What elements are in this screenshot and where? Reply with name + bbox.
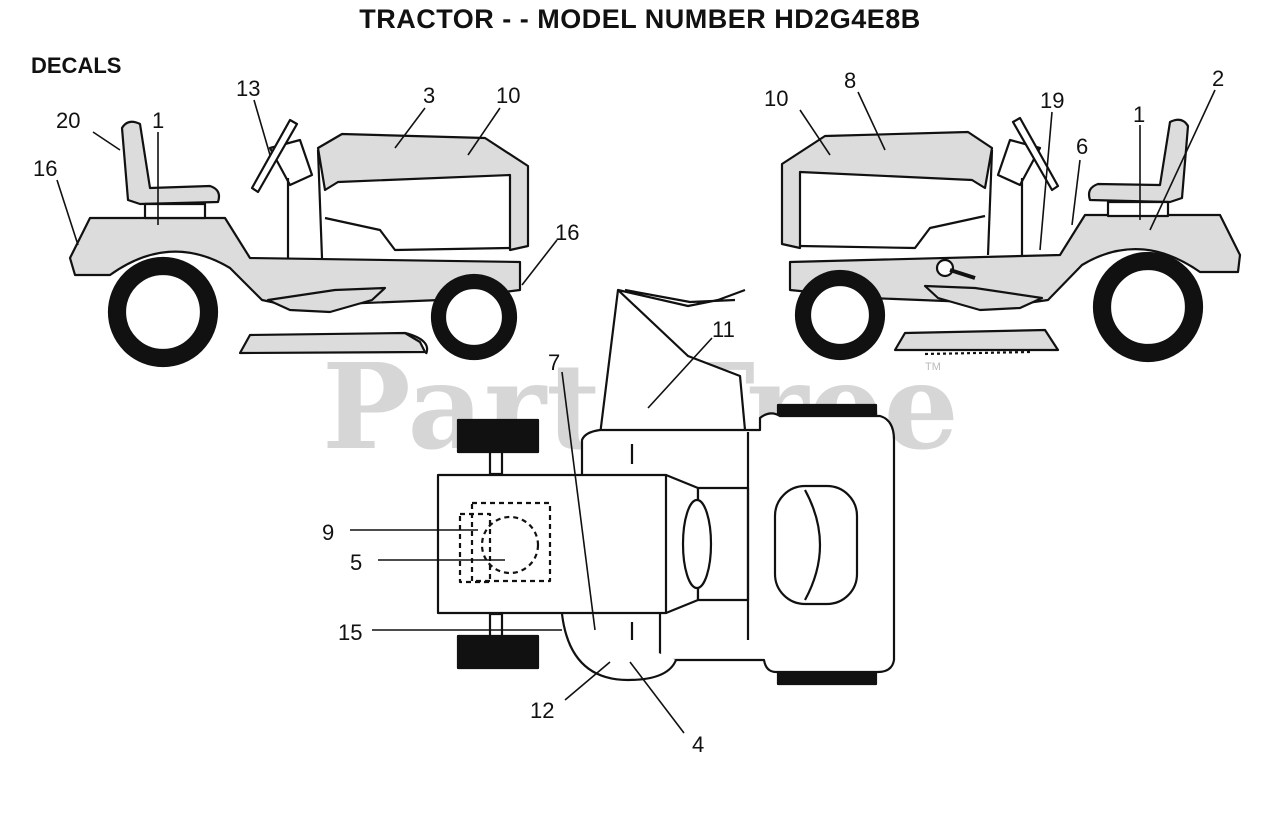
hood-right bbox=[780, 130, 994, 250]
callout-16-rear: 16 bbox=[33, 156, 57, 181]
callout-20: 20 bbox=[56, 108, 80, 133]
callout-16-front: 16 bbox=[555, 220, 579, 245]
callouts-top-view: 11 7 9 5 15 12 4 bbox=[322, 317, 735, 757]
mower-deck-right bbox=[893, 328, 1060, 352]
callout-1-right: 1 bbox=[1133, 102, 1145, 127]
callout-11: 11 bbox=[712, 317, 735, 342]
leader-lines bbox=[56, 89, 1216, 734]
callout-6: 6 bbox=[1076, 134, 1088, 159]
callout-3: 3 bbox=[423, 83, 435, 108]
rear-fender-right bbox=[788, 213, 1242, 306]
decal-area-9 bbox=[458, 512, 492, 584]
callout-10-left: 10 bbox=[496, 83, 520, 108]
watermark-tm: TM bbox=[925, 361, 941, 373]
rear-tire-bottom bbox=[776, 670, 878, 686]
mower-deck-left bbox=[238, 331, 427, 355]
front-tire-bottom bbox=[456, 634, 540, 670]
decal-area-outline bbox=[470, 501, 552, 583]
callout-7: 7 bbox=[548, 350, 560, 375]
page-title: TRACTOR - - MODEL NUMBER HD2G4E8B bbox=[359, 4, 921, 34]
seat-right bbox=[1087, 118, 1190, 204]
callout-19: 19 bbox=[1040, 88, 1064, 113]
tractor-right-view bbox=[780, 116, 1242, 363]
callout-10-right: 10 bbox=[764, 86, 788, 111]
section-label: DECALS bbox=[31, 53, 122, 78]
callout-4: 4 bbox=[692, 732, 704, 757]
hood-left bbox=[316, 132, 530, 252]
callout-13: 13 bbox=[236, 76, 260, 101]
callout-1-left: 1 bbox=[152, 108, 164, 133]
callouts-left-view: 20 1 16 13 3 10 16 bbox=[33, 76, 579, 245]
callout-8: 8 bbox=[844, 68, 856, 93]
discharge-chute-top bbox=[560, 613, 678, 682]
tractor-left-view bbox=[68, 118, 530, 368]
front-tire-top bbox=[456, 418, 540, 454]
seat-left bbox=[120, 120, 221, 206]
decal-area-5 bbox=[480, 515, 540, 575]
tractor-top-view bbox=[436, 288, 896, 686]
callouts-right-view: 10 8 19 6 1 2 bbox=[764, 66, 1224, 159]
callout-12: 12 bbox=[530, 698, 554, 723]
callout-9: 9 bbox=[322, 520, 334, 545]
hood-top bbox=[436, 473, 668, 615]
steering-wheel-left bbox=[250, 118, 299, 194]
callout-15: 15 bbox=[338, 620, 362, 645]
seat-cushion-top bbox=[773, 484, 859, 606]
rear-fender-left bbox=[68, 216, 522, 308]
callout-2: 2 bbox=[1212, 66, 1224, 91]
callout-5: 5 bbox=[350, 550, 362, 575]
